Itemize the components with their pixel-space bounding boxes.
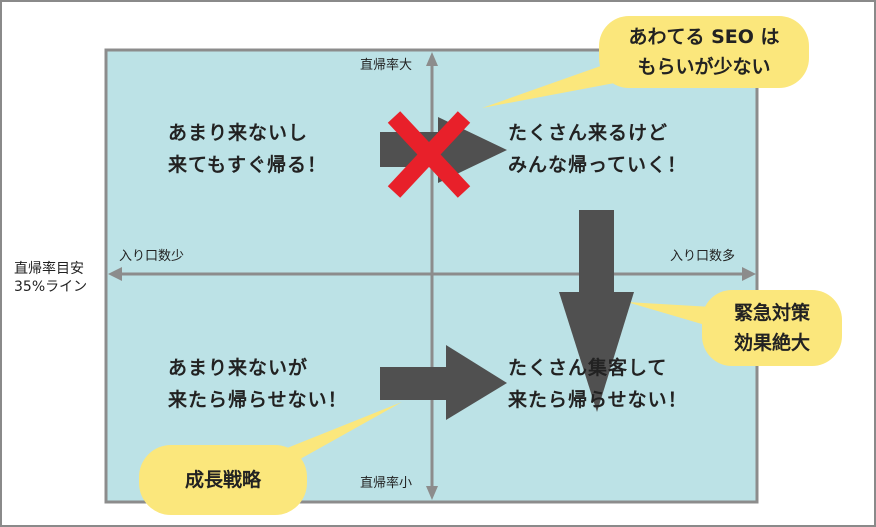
callout-line: 効果絶大 [733,332,810,354]
baseline-label-line2: 35%ライン [14,279,88,295]
emergency-callout-tail [627,302,712,327]
axis-label-right: 入り口数多 [670,249,736,264]
growth-callout-text: 成長戦略 [184,469,261,491]
quadrant-top-left: あまり来ないし 来てもすぐ帰る！ [168,117,327,181]
callout-line: あわてる SEO は [628,26,780,48]
seo-callout-bubble [599,16,809,88]
emergency-callout-text: 緊急対策 効果絶大 [702,298,842,358]
axis-label-top: 直帰率大 [360,58,413,73]
axis-label-bottom: 直帰率小 [360,476,413,491]
quadrant-text-line: あまり来ないし [168,122,309,144]
growth-callout-bubble [139,445,307,515]
callout-line: 緊急対策 [733,302,810,324]
seo-callout-tail [482,62,620,108]
axis-arrowhead-right-icon [742,267,756,281]
axis-arrowhead-left-icon [108,267,122,281]
quadrant-text-line: みんな帰っていく！ [508,154,688,176]
axis-arrowhead-down-icon [426,486,438,500]
quadrant-bottom-left: あまり来ないが 来たら帰らせない！ [168,352,348,416]
quadrant-text-line: たくさん集客して [508,357,668,379]
cross-mark-icon [387,111,471,198]
quadrant-text-line: 来てもすぐ帰る！ [168,154,328,176]
seo-callout-text: あわてる SEO は もらいが少ない [599,22,809,82]
axis-label-left: 入り口数少 [119,249,185,264]
arrow-down-icon [559,210,634,412]
emergency-callout-bubble [702,290,842,366]
baseline-label: 直帰率目安 35%ライン [14,260,87,296]
axis-arrowhead-up-icon [426,52,438,66]
quadrant-top-right: たくさん来るけど みんな帰っていく！ [508,117,687,181]
callout-line: もらいが少ない [637,56,771,78]
quadrant-bottom-right: たくさん集客して 来たら帰らせない！ [508,352,688,416]
baseline-label-line1: 直帰率目安 [14,261,84,277]
arrow-right-bottom-icon [380,345,507,420]
quadrant-text-line: たくさん来るけど [508,122,669,144]
quadrant-text-line: 来たら帰らせない！ [168,389,348,411]
quadrant-text-line: 来たら帰らせない！ [508,389,688,411]
quadrant-text-line: あまり来ないが [168,357,309,379]
